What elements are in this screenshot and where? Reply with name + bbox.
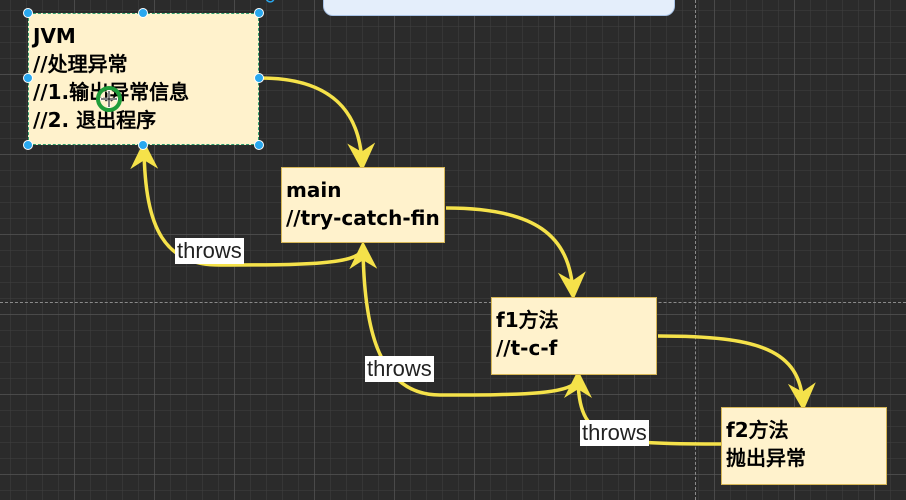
rotate-handle-icon[interactable] <box>264 0 276 4</box>
resize-handle-bottom[interactable] <box>138 140 148 150</box>
top-shape[interactable] <box>323 0 675 16</box>
node-f1[interactable]: f1方法 //t-c-f <box>491 297 657 375</box>
node-jvm-line-2: //处理异常 <box>33 52 128 76</box>
edge-label-throws-main-jvm[interactable]: throws <box>175 238 244 264</box>
node-main-line-1: main <box>286 178 342 202</box>
node-main[interactable]: main //try-catch-fin <box>281 167 445 243</box>
edge-main-throws-to-jvm[interactable] <box>130 141 364 267</box>
resize-handle-left[interactable] <box>23 73 33 83</box>
node-f1-line-1: f1方法 <box>496 308 559 332</box>
edge-f1-throws-to-main[interactable] <box>349 241 580 397</box>
node-jvm-line-3: //1.输出异常信息 <box>33 80 190 104</box>
resize-handle-top-left[interactable] <box>23 8 33 18</box>
node-jvm[interactable]: JVM //处理异常 //1.输出异常信息 //2. 退出程序 <box>28 13 259 145</box>
node-f1-line-2: //t-c-f <box>496 336 558 360</box>
node-f2-line-1: f2方法 <box>726 418 789 442</box>
resize-handle-top[interactable] <box>138 8 148 18</box>
edge-f1-to-f2[interactable] <box>657 334 816 411</box>
move-cursor-icon <box>96 86 122 112</box>
resize-handle-bottom-right[interactable] <box>254 140 264 150</box>
resize-handle-top-right[interactable] <box>254 8 264 18</box>
node-main-line-2: //try-catch-fin <box>286 206 440 230</box>
edge-label-throws-f1-main[interactable]: throws <box>365 356 434 382</box>
edge-label-throws-f2-f1[interactable]: throws <box>580 420 649 446</box>
horizontal-guide-line <box>0 302 906 303</box>
node-f2[interactable]: f2方法 抛出异常 <box>721 407 887 485</box>
node-jvm-line-1: JVM <box>33 24 76 48</box>
resize-handle-bottom-left[interactable] <box>23 140 33 150</box>
node-f2-line-2: 抛出异常 <box>726 446 806 470</box>
edge-main-to-f1[interactable] <box>445 206 586 300</box>
node-jvm-line-4: //2. 退出程序 <box>33 108 157 132</box>
edge-jvm-to-main[interactable] <box>259 76 376 171</box>
resize-handle-right[interactable] <box>254 73 264 83</box>
vertical-guide-line <box>695 0 696 500</box>
